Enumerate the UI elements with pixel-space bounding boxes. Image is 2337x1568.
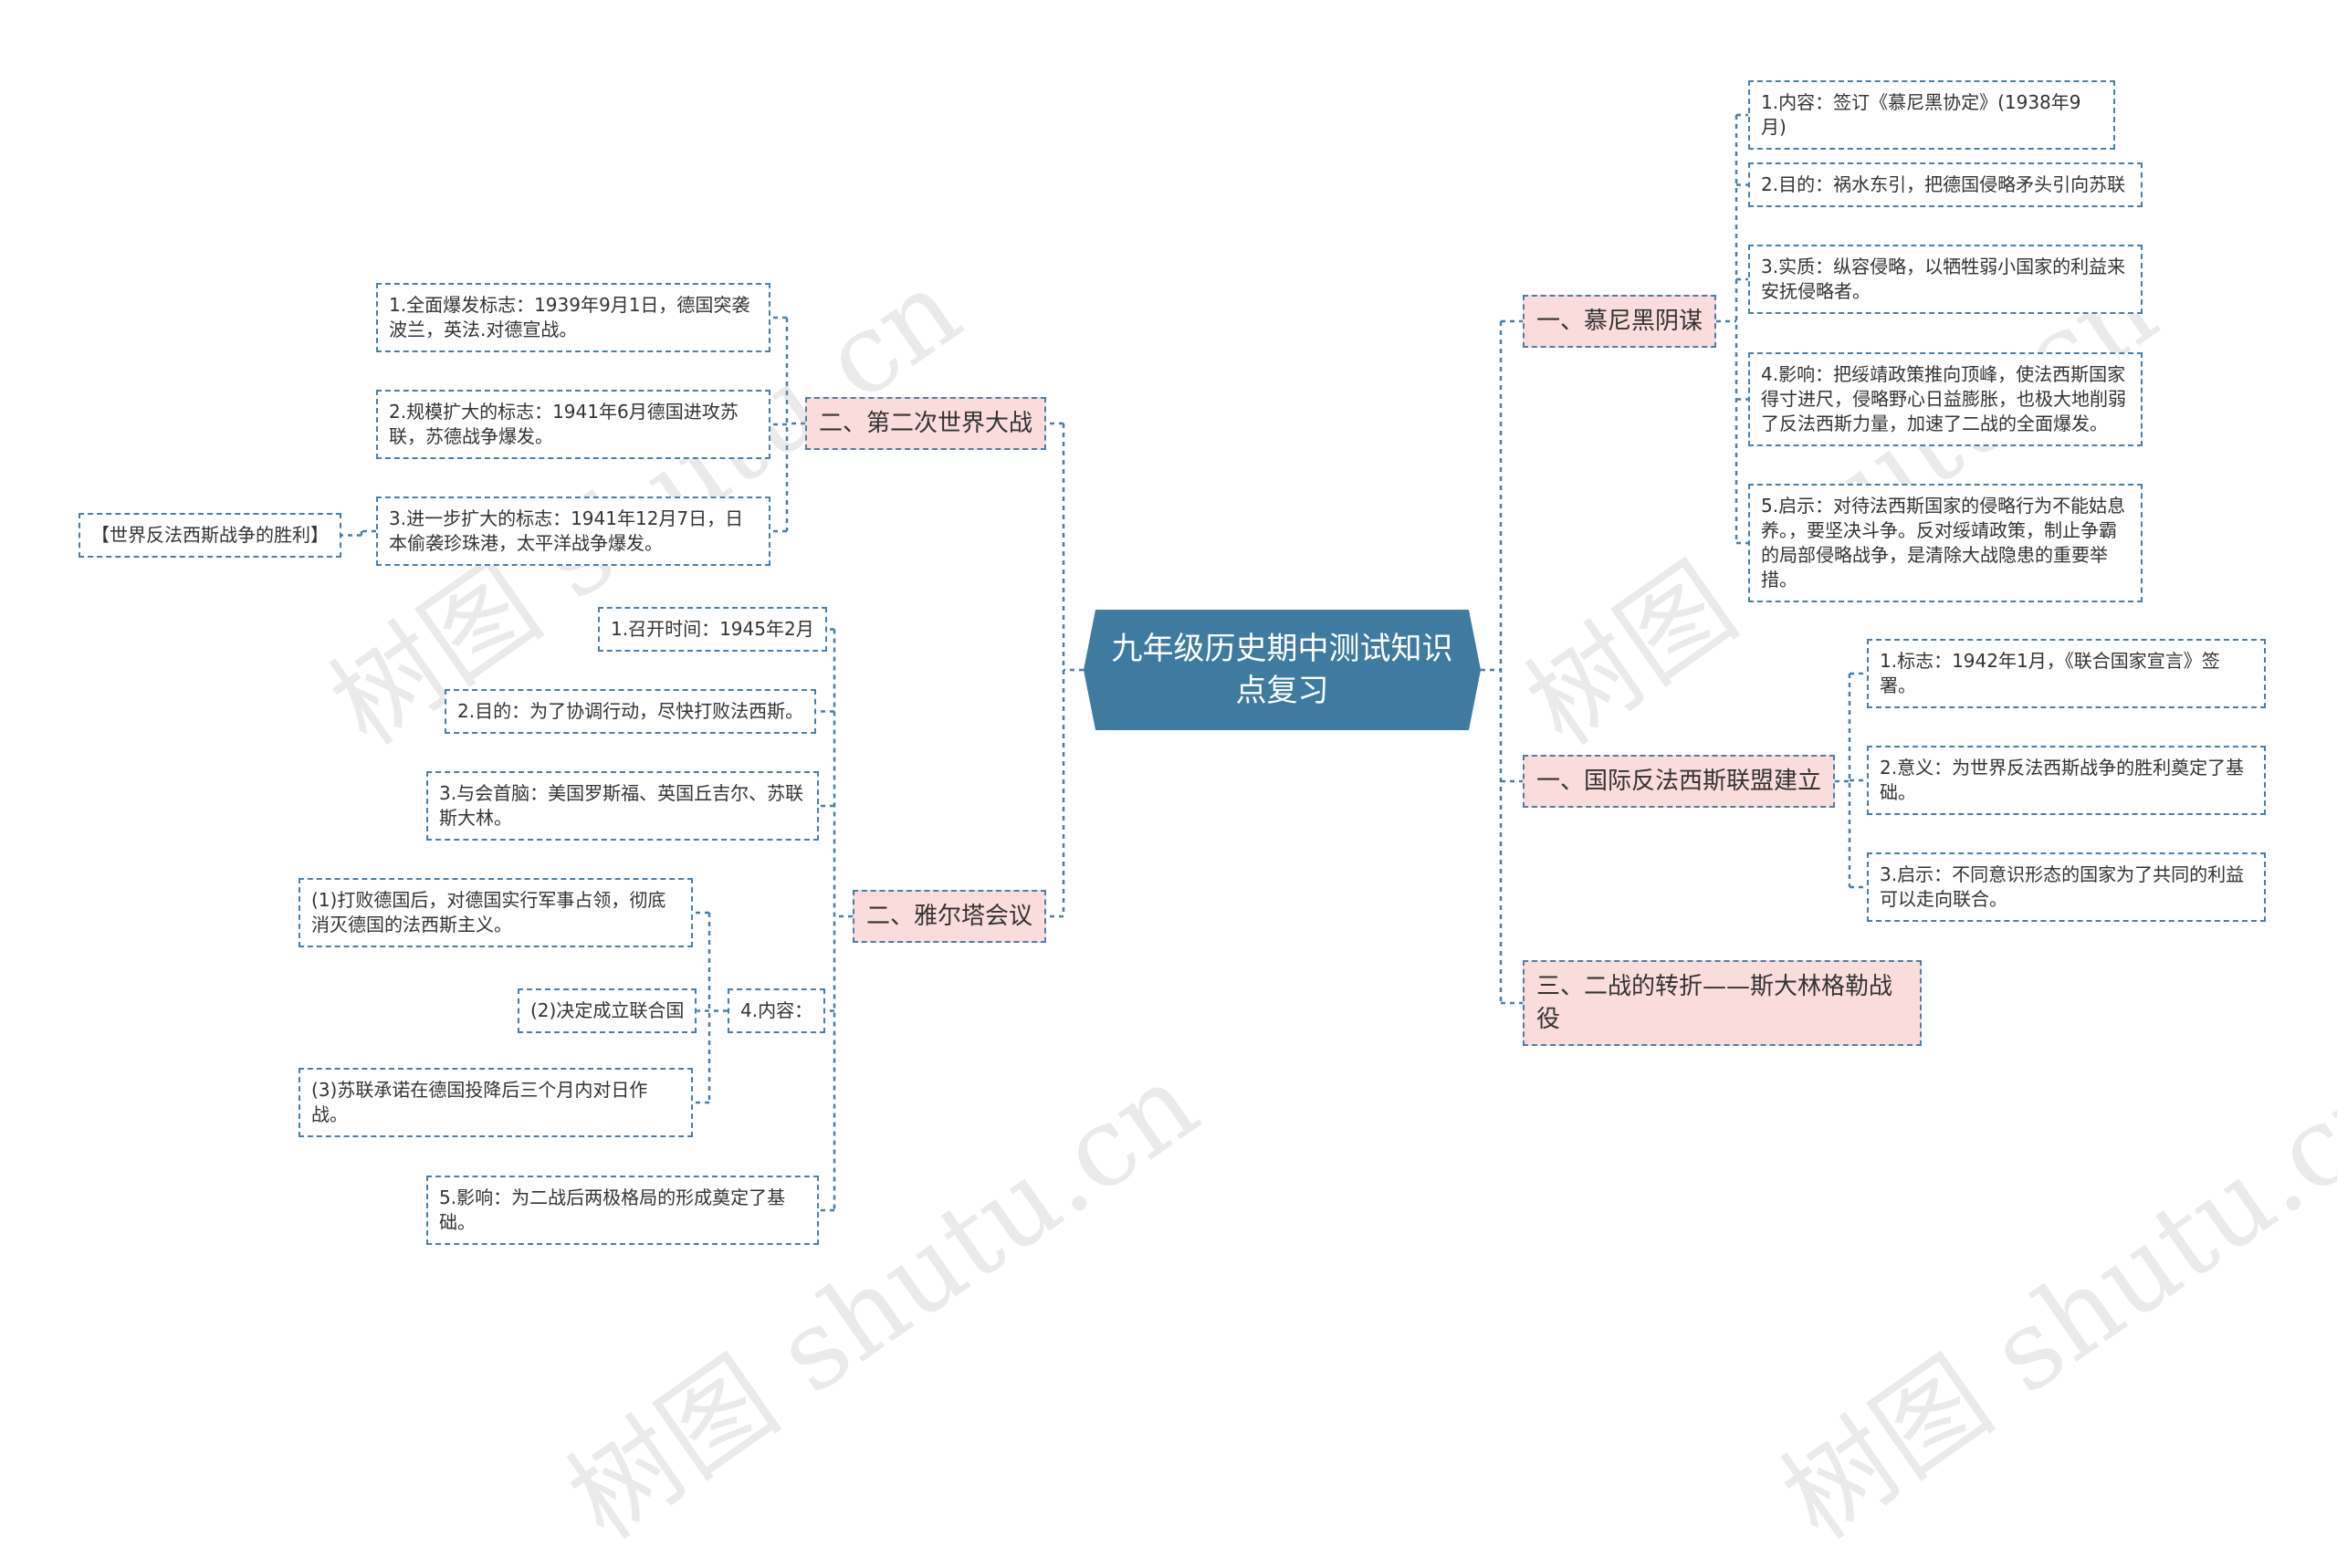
branch-yalta[interactable]: 二、雅尔塔会议 [853, 890, 1047, 943]
leaf-yalta-2[interactable]: 2.目的：为了协调行动，尽快打败法西斯。 [445, 689, 817, 734]
leaf-yalta-content-3[interactable]: (3)苏联承诺在德国投降后三个月内对日作战。 [299, 1068, 693, 1137]
leaf-ww2-1[interactable]: 1.全面爆发标志：1939年9月1日，德国突袭波兰，英法.对德宣战。 [376, 283, 770, 352]
leaf-munich-1[interactable]: 1.内容：签订《慕尼黑协定》(1938年9月) [1748, 80, 2115, 150]
leaf-alliance-1[interactable]: 1.标志：1942年1月，《联合国家宣言》签署。 [1867, 639, 2266, 708]
leaf-ww2-2[interactable]: 2.规模扩大的标志：1941年6月德国进攻苏联，苏德战争爆发。 [376, 390, 770, 459]
leaf-alliance-2[interactable]: 2.意义：为世界反法西斯战争的胜利奠定了基础。 [1867, 746, 2266, 815]
leaf-yalta-3[interactable]: 3.与会首脑：美国罗斯福、英国丘吉尔、苏联斯大林。 [426, 771, 819, 841]
leaf-yalta-content-1[interactable]: (1)打败德国后，对德国实行军事占领，彻底消灭德国的法西斯主义。 [299, 878, 693, 947]
root-node[interactable]: 九年级历史期中测试知识点复习 [1084, 610, 1481, 730]
branch-stalingrad[interactable]: 三、二战的转折——斯大林格勒战役 [1523, 960, 1922, 1046]
leaf-alliance-3[interactable]: 3.启示：不同意识形态的国家为了共同的利益可以走向联合。 [1867, 852, 2266, 922]
branch-munich[interactable]: 一、慕尼黑阴谋 [1523, 295, 1717, 348]
branch-ww2[interactable]: 二、第二次世界大战 [805, 397, 1047, 450]
leaf-munich-4[interactable]: 4.影响：把绥靖政策推向顶峰，使法西斯国家得寸进尺，侵略野心日益膨胀，也极大地削… [1748, 352, 2143, 446]
connector-lines [341, 113, 1867, 1212]
leaf-munich-3[interactable]: 3.实质：纵容侵略，以牺牲弱小国家的利益来安抚侵略者。 [1748, 245, 2143, 314]
leaf-yalta-1[interactable]: 1.召开时间：1945年2月 [598, 607, 827, 652]
leaf-munich-2[interactable]: 2.目的：祸水东引，把德国侵略矛头引向苏联 [1748, 162, 2143, 207]
branch-alliance[interactable]: 一、国际反法西斯联盟建立 [1523, 755, 1836, 808]
leaf-yalta-4[interactable]: 4.内容： [728, 988, 826, 1033]
leaf-ww2-extra[interactable]: 【世界反法西斯战争的胜利】 [79, 513, 341, 558]
leaf-yalta-content-2[interactable]: (2)决定成立联合国 [518, 988, 697, 1033]
leaf-yalta-5[interactable]: 5.影响：为二战后两极格局的形成奠定了基础。 [426, 1176, 819, 1245]
leaf-munich-5[interactable]: 5.启示：对待法西斯国家的侵略行为不能姑息养。，要坚决斗争。反对绥靖政策，制止争… [1748, 484, 2143, 602]
leaf-ww2-3[interactable]: 3.进一步扩大的标志：1941年12月7日，日本偷袭珍珠港，太平洋战争爆发。 [376, 497, 770, 566]
